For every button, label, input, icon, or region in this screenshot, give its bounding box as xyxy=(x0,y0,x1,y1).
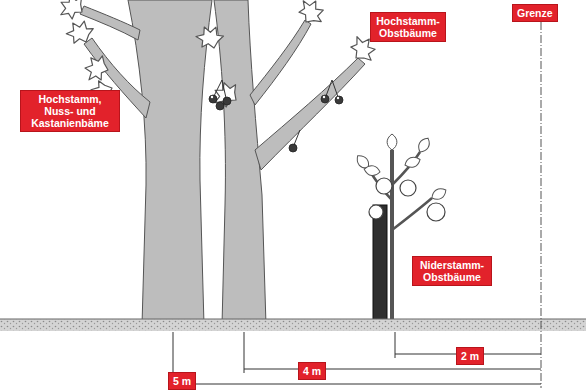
tag-text: Grenze xyxy=(517,7,553,19)
tree-type-tag: Niderstamm- Obstbäume xyxy=(412,256,492,286)
tree-type-tag: Hochstamm- Obstbäume xyxy=(370,12,446,42)
tag-text: Hochstamm- Obstbäume xyxy=(375,15,441,39)
tag-text: 2 m xyxy=(461,350,479,362)
dimension-tag: 2 m xyxy=(456,347,484,365)
tag-text: Niderstamm- Obstbäume xyxy=(417,259,487,283)
tag-text: 4 m xyxy=(303,365,321,377)
tree-type-tag: Hochstamm, Nuss- und Kastanienbäme xyxy=(20,90,120,132)
boundary-tag: Grenze xyxy=(512,4,558,22)
tag-text: Hochstamm, Nuss- und Kastanienbäme xyxy=(25,93,115,129)
dimension-tag: 4 m xyxy=(298,362,326,380)
dimension-tag: 5 m xyxy=(168,372,196,390)
tag-text: 5 m xyxy=(173,375,191,387)
